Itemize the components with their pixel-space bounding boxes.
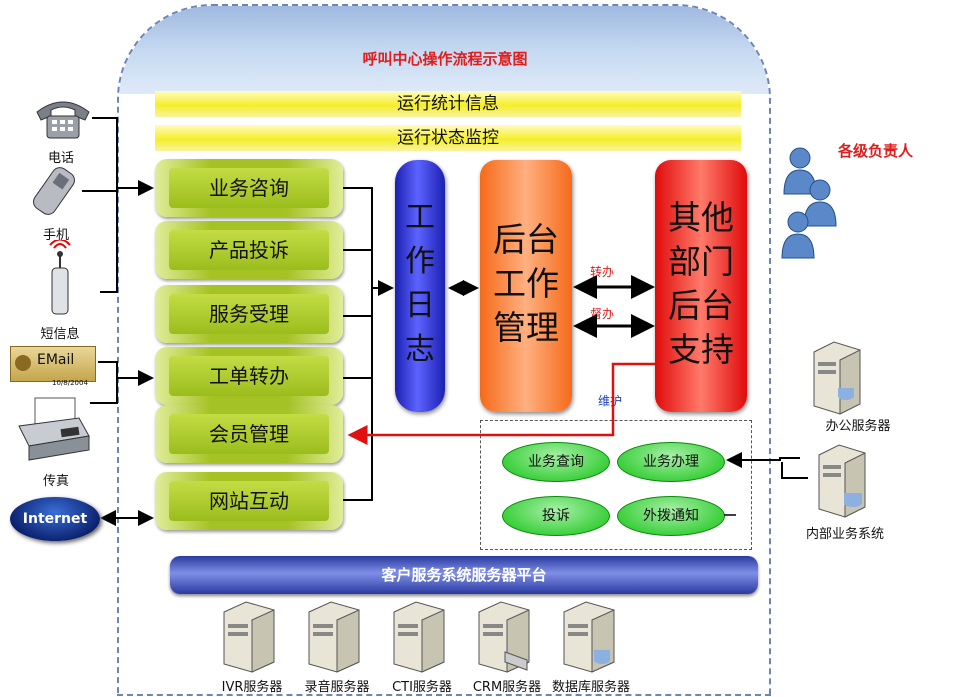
label-phone: 电话	[47, 151, 74, 166]
people-icon	[781, 147, 837, 259]
server-platform: 客户服务系统服务器平台	[170, 556, 758, 594]
server-icon	[813, 341, 861, 415]
service-label: 业务咨询	[169, 168, 329, 208]
pillar-label: 其他部门后台支持	[668, 198, 734, 369]
pillar-label: 后台工作管理	[493, 220, 559, 347]
label-cti-server: CTI服务器	[392, 680, 452, 695]
label-database-server: 数据库服务器	[551, 680, 630, 695]
server-icon	[563, 601, 615, 673]
sms-antenna-icon	[49, 240, 71, 315]
service-label: 产品投诉	[169, 230, 329, 270]
pillar-worklog: 工作日志	[395, 160, 445, 412]
label-recording-server: 录音服务器	[304, 680, 370, 695]
service-label: 网站互动	[169, 481, 329, 521]
pillar-backend: 后台工作管理	[480, 160, 572, 412]
internet-cloud-icon: Internet	[10, 497, 100, 541]
server-icon	[478, 601, 530, 673]
phone-icon	[36, 101, 90, 139]
func-handle: 业务办理	[617, 442, 725, 482]
server-icon	[308, 601, 360, 673]
label-managers: 各级负责人	[838, 142, 914, 160]
service-label: 服务受理	[169, 294, 329, 334]
service-accept: 服务受理	[155, 285, 343, 343]
label-ivr-server: IVR服务器	[221, 680, 283, 695]
server-icon	[818, 444, 866, 518]
server-icon	[223, 601, 275, 673]
service-consult: 业务咨询	[155, 159, 343, 217]
diagram-title: 呼叫中心操作流程示意图	[362, 50, 528, 68]
pillar-label: 工作日志	[405, 200, 435, 367]
email-date: 10/8/2004	[52, 379, 88, 387]
label-internal-system: 内部业务系统	[805, 527, 884, 542]
func-complaint: 投诉	[502, 496, 610, 536]
func-query: 业务查询	[502, 442, 610, 482]
email-label: EMail	[37, 352, 75, 368]
func-outbound: 外拨通知	[617, 496, 725, 536]
pillar-other-dept: 其他部门后台支持	[655, 160, 747, 412]
label-maintain: 维护	[598, 394, 623, 408]
label-fax: 传真	[42, 474, 69, 489]
service-web: 网站互动	[155, 472, 343, 530]
label-crm-server: CRM服务器	[472, 680, 542, 695]
service-label: 会员管理	[169, 414, 329, 454]
fax-icon	[18, 397, 90, 461]
bar-stats: 运行统计信息	[155, 91, 741, 117]
service-transfer: 工单转办	[155, 347, 343, 405]
service-complaint: 产品投诉	[155, 221, 343, 279]
functions-box	[480, 420, 752, 550]
email-icon: EMail	[10, 346, 96, 382]
service-member: 会员管理	[155, 405, 343, 463]
mobile-icon	[33, 167, 75, 215]
server-icon	[393, 601, 445, 673]
label-office-server: 办公服务器	[825, 419, 891, 434]
service-label: 工单转办	[169, 356, 329, 396]
label-sms: 短信息	[40, 327, 80, 342]
bar-monitor: 运行状态监控	[155, 125, 741, 151]
